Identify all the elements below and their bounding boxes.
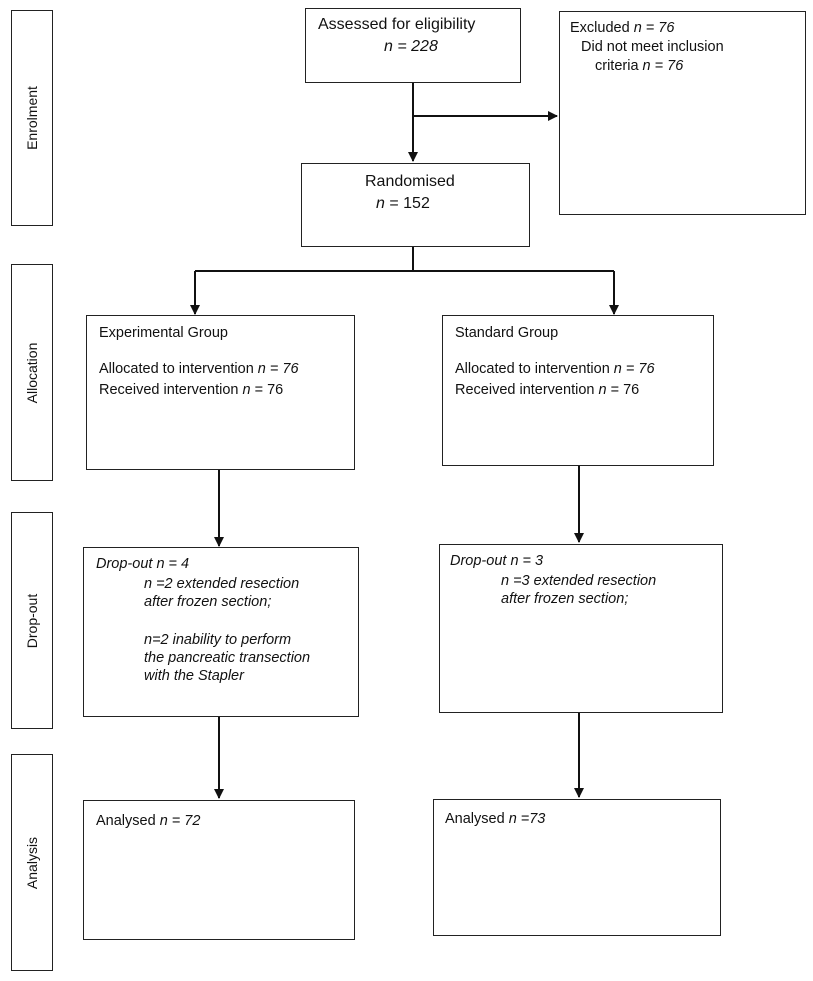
std-dropout-header: Drop-out n = 3 — [450, 553, 544, 569]
experimental-analysed-box: Analysed n = 72 — [83, 800, 355, 940]
excluded-n-prefix: n — [633, 20, 642, 36]
experimental-received-n-value: = 76 — [250, 382, 284, 398]
standard-title: Standard Group — [455, 325, 559, 341]
excluded-n-value: = 76 — [641, 20, 675, 36]
excluded-reason-n-value: = 76 — [650, 58, 684, 74]
experimental-allocated-n-prefix: n — [257, 361, 266, 377]
experimental-received-label: Received intervention — [99, 382, 243, 398]
exp-dropout-line3: n=2 inability to perform — [144, 632, 292, 648]
assessed-n: n = 228 — [384, 38, 438, 56]
stage-allocation: Allocation — [11, 264, 53, 481]
standard-allocated-n-value: = 76 — [621, 361, 655, 377]
stage-analysis: Analysis — [11, 754, 53, 971]
exp-analysed-n: n = 72 — [159, 813, 201, 829]
std-analysed-label: Analysed — [445, 811, 509, 827]
excluded-text: Excluded — [570, 20, 634, 36]
exp-dropout-header: Drop-out n = 4 — [96, 556, 190, 572]
assessed-label: Assessed for eligibility — [318, 16, 476, 33]
experimental-group-box: Experimental Group Allocated to interven… — [86, 315, 355, 470]
exp-dropout-line5: with the Stapler — [144, 668, 244, 684]
standard-allocated-label: Allocated to intervention — [455, 361, 614, 377]
exp-analysed-label: Analysed — [96, 813, 160, 829]
excluded-box: Excluded n = 76 Did not meet inclusion c… — [559, 11, 806, 215]
randomised-n-value: = 152 — [384, 195, 430, 212]
experimental-allocated-label: Allocated to intervention — [99, 361, 258, 377]
standard-received: Received intervention n = 76 — [455, 381, 639, 399]
standard-received-label: Received intervention — [455, 382, 599, 398]
experimental-received-n-prefix: n — [242, 382, 251, 398]
randomised-box: Randomised n = 152 — [301, 163, 530, 247]
excluded-reason-line1: Did not meet inclusion — [581, 39, 724, 55]
excluded-reason-text: criteria — [595, 58, 643, 74]
experimental-dropout-box: Drop-out n = 4 n =2 extended resection a… — [83, 547, 359, 717]
standard-received-n-prefix: n — [598, 382, 607, 398]
std-dropout-line1: n =3 extended resection — [501, 573, 657, 589]
exp-analysed: Analysed n = 72 — [96, 812, 200, 830]
standard-received-n-value: = 76 — [606, 382, 640, 398]
std-analysed: Analysed n =73 — [445, 810, 545, 828]
experimental-received: Received intervention n = 76 — [99, 381, 283, 399]
excluded-reason-line2: criteria n = 76 — [595, 57, 683, 75]
randomised-n-prefix: n — [376, 195, 385, 212]
standard-group-box: Standard Group Allocated to intervention… — [442, 315, 714, 466]
excluded-label: Excluded n = 76 — [570, 19, 674, 37]
assessed-n-value: = 228 — [392, 38, 438, 55]
experimental-allocated-n-value: = 76 — [265, 361, 299, 377]
stage-enrolment: Enrolment — [11, 10, 53, 226]
standard-dropout-box: Drop-out n = 3 n =3 extended resection a… — [439, 544, 723, 713]
randomised-label: Randomised — [365, 173, 455, 190]
assessed-box: Assessed for eligibility n = 228 — [305, 8, 521, 83]
excluded-reason-n-prefix: n — [642, 58, 651, 74]
experimental-allocated: Allocated to intervention n = 76 — [99, 360, 299, 378]
standard-allocated: Allocated to intervention n = 76 — [455, 360, 655, 378]
exp-dropout-line1: n =2 extended resection — [144, 576, 300, 592]
std-analysed-n: n =73 — [508, 811, 546, 827]
exp-dropout-line2: after frozen section; — [144, 594, 272, 610]
std-dropout-line2: after frozen section; — [501, 591, 629, 607]
standard-analysed-box: Analysed n =73 — [433, 799, 721, 936]
assessed-n-prefix: n — [384, 38, 393, 55]
exp-dropout-line4: the pancreatic transection — [144, 650, 311, 666]
stage-dropout: Drop-out — [11, 512, 53, 729]
randomised-n: n = 152 — [376, 195, 430, 213]
experimental-title: Experimental Group — [99, 325, 228, 341]
standard-allocated-n-prefix: n — [613, 361, 622, 377]
